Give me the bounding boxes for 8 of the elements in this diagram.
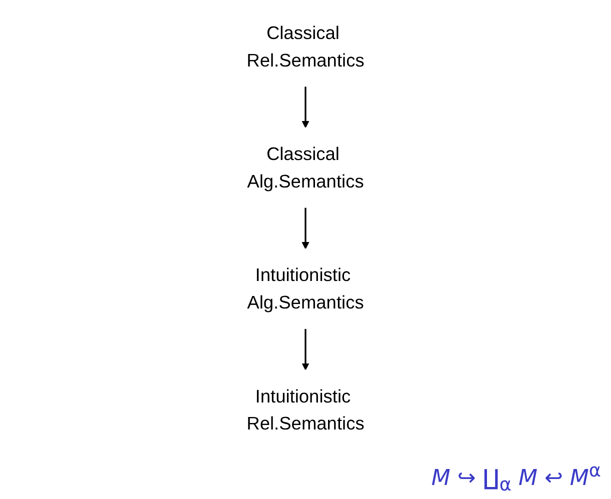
formula-label: M ↪ ∐$_{α}$ M ↩ M$^{α}$ [431,466,601,491]
node-text: Classical Alg.Semantics [247,144,364,192]
arrow [302,207,310,250]
arrow [302,328,310,370]
node-text: Intuitionistic Rel.Semantics [246,386,364,434]
node-text: Classical Rel.Semantics [246,22,364,71]
node-text: Intuitionistic Alg.Semantics [247,264,364,313]
arrow [302,86,310,128]
